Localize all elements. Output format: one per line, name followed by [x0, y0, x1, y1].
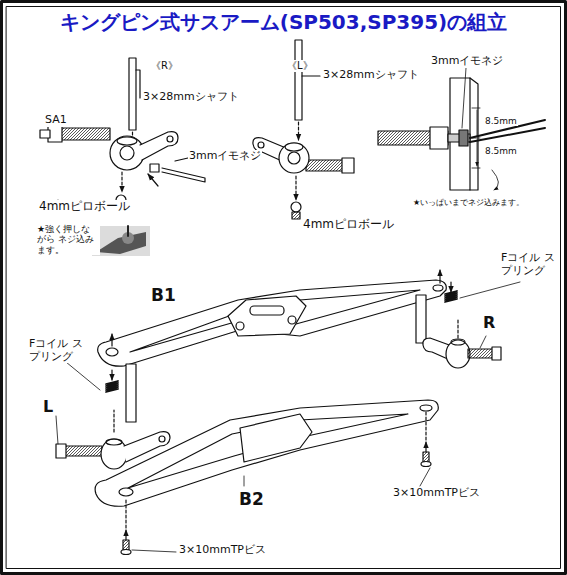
coil-springs	[66, 282, 520, 392]
part-label: 3×28mmシャフト	[322, 69, 420, 82]
knuckle-l-assembled	[56, 410, 170, 469]
part-callout: B1	[150, 286, 177, 306]
part-label: 3mmイモネジ	[430, 55, 504, 68]
note: ★いっぱいまでネジ込みます。	[412, 198, 525, 207]
part-callout: B2	[238, 490, 265, 510]
part-label: 4mmピロボール	[38, 200, 131, 214]
lower-arm-b2	[95, 400, 438, 506]
dimension: 8.5mm	[484, 146, 518, 156]
view-label: 《R》	[150, 60, 179, 72]
upper-arm-b1	[98, 270, 447, 422]
title: キングピン式サスアーム(SP503,SP395)の組立	[0, 9, 567, 36]
part-label: Fコイル スプリング	[28, 338, 86, 363]
part-label: 3×10mmTPビス	[392, 487, 481, 500]
part-callout: L	[42, 398, 54, 416]
tp-screws	[121, 412, 431, 555]
dimension: 8.5mm	[484, 116, 518, 126]
part-callout: R	[482, 314, 496, 332]
inner-frame	[7, 7, 561, 569]
section-detail	[378, 68, 545, 190]
note: ★強く押しながら ネジ込みます。	[36, 224, 100, 255]
part-label: 3×10mmTPビス	[178, 544, 267, 557]
part-label: 3×28mmシャフト	[142, 91, 240, 104]
part-label: 3mmイモネジ	[188, 150, 262, 163]
part-label: Fコイル スプリング	[500, 252, 558, 277]
l-knuckle-exploded	[253, 40, 354, 219]
view-label: 《L》	[286, 60, 314, 72]
part-number: SA1	[44, 114, 68, 127]
part-label: 4mmピロボール	[302, 218, 395, 232]
